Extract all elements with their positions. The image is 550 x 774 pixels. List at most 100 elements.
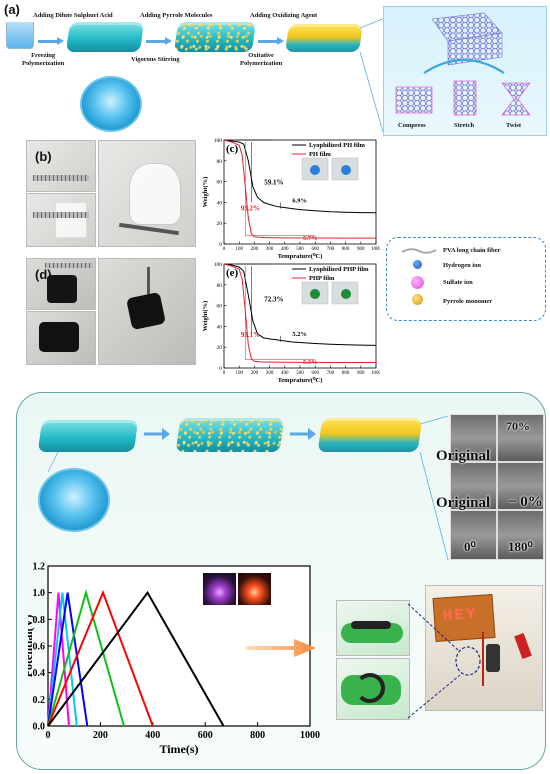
photo-film-d-3: [98, 258, 196, 365]
mech-label-70: 70%: [506, 419, 530, 433]
gcd-series-line-4: [47, 589, 154, 727]
legend-box: PVA long chain fiber Hydrogen ion Sulfat…: [386, 237, 546, 321]
gcd-y-tick-label: 0.6: [33, 642, 46, 653]
mech-cell-2: [497, 414, 544, 462]
x-tick-label: 300: [266, 371, 274, 376]
y-tick-label: 40: [217, 200, 223, 206]
panel-label: (c): [226, 143, 239, 155]
photo-film-b-2: [26, 193, 96, 247]
ann-label-2: 6.9%: [292, 197, 307, 204]
gcd-y-axis-label: Potential(V): [28, 615, 35, 678]
pva-fiber-icon: [401, 248, 437, 254]
connector-device: [486, 644, 500, 672]
arrow-1: [38, 37, 64, 45]
x-axis-label: Temprature(⁰C): [278, 376, 323, 384]
legend-sulfate: Sulfate ion: [443, 279, 473, 286]
ruler-d: [45, 263, 93, 268]
gcd-x-tick-label: 0: [46, 730, 51, 741]
device-photo-glove-2: [336, 658, 410, 720]
inset-sample-1: [310, 289, 320, 299]
y-tick-label: 80: [217, 159, 223, 165]
film-bent: [129, 163, 181, 225]
ann-label-3: 93.2%: [241, 205, 260, 213]
step-label-pyrrole: Adding Pyrrole Molecules: [140, 12, 213, 19]
x-axis-label: Temprature(⁰C): [278, 252, 323, 260]
gcd-series-line-3: [47, 589, 125, 727]
mech-label-original-1: Original: [436, 448, 491, 464]
y-tick-label: 100: [214, 138, 223, 144]
network-scheme-art: [395, 12, 531, 116]
legend-label-0: Lyophilized PH film: [309, 142, 366, 149]
x-tick-label: 1000: [371, 247, 380, 252]
inset-sample-2: [341, 165, 351, 175]
x-tick-label: 600: [311, 371, 319, 376]
gcd-y-tick-label: 1.2: [33, 562, 46, 573]
scheme-label-stretch: Stretch: [454, 122, 475, 129]
led-board-photo: HEY: [425, 585, 543, 711]
gcd-x-tick-label: 400: [145, 730, 160, 741]
x-tick-label: 300: [266, 247, 274, 252]
gcd-y-tick-label: 0.2: [33, 695, 46, 706]
ruler-b-1: [33, 175, 89, 181]
panel-label: (e): [226, 267, 239, 279]
gcd-y-tick-label: 1.0: [33, 588, 46, 599]
gcd-y-tick-label: 0.4: [33, 668, 46, 679]
ann-label-4: 5.3%: [303, 359, 318, 366]
x-tick-label: 0: [223, 247, 226, 252]
black-film-2: [39, 322, 79, 352]
mech-cell-3: [450, 462, 497, 510]
gcd-x-tick-label: 1000: [300, 730, 320, 741]
ann-label-1: 59.1%: [264, 179, 283, 187]
photo-film-b-3: [98, 140, 196, 247]
mech-cell-6: [497, 510, 544, 560]
series-line-1: [223, 139, 376, 239]
x-tick-label: 1000: [371, 371, 380, 376]
y-tick-label: 20: [217, 221, 223, 227]
legend-label-0: Lyophilized PHP film: [309, 266, 369, 273]
legend-pva: PVA long chain fiber: [443, 247, 501, 254]
x-tick-label: 900: [357, 371, 365, 376]
y-tick-label: 100: [214, 262, 223, 268]
ga-hydrogel-photo-circle: [38, 468, 110, 532]
y-axis-label: Weight(%): [202, 177, 209, 208]
scheme-label-twist: Twist: [506, 122, 522, 129]
mech-cell-4: [497, 462, 544, 510]
x-tick-label: 800: [342, 371, 350, 376]
mech-label-x0: − 0%: [508, 494, 543, 510]
mech-cell-5: [450, 510, 497, 560]
gcd-y-tick-label: 0.0: [33, 722, 46, 733]
sulfate-ion-icon: [411, 276, 424, 289]
ga-zoom-lines: [47, 415, 449, 561]
y-tick-label: 20: [217, 345, 223, 351]
y-tick-label: 60: [217, 304, 223, 310]
ga-arrow-1: [144, 428, 170, 440]
legend-hydrogen: Hydrogen ion: [443, 262, 481, 269]
beaker-illustration: [6, 22, 34, 49]
connector-wire: [482, 632, 484, 686]
gcd-x-tick-label: 800: [250, 730, 265, 741]
mech-label-180deg: 180⁰: [508, 539, 533, 554]
gcd-y-tick-label: 0.8: [33, 615, 46, 626]
network-scheme-box: Compress Stretch Twist: [383, 6, 547, 136]
device-bar-1: [351, 621, 391, 629]
scheme-label-compress: Compress: [398, 122, 426, 129]
black-film-1: [47, 275, 77, 303]
film-sample: [55, 202, 87, 238]
x-tick-label: 600: [311, 247, 319, 252]
x-tick-label: 700: [327, 371, 335, 376]
x-tick-label: 100: [235, 247, 243, 252]
x-tick-label: 400: [281, 247, 289, 252]
inset-sample-1: [310, 165, 320, 175]
step-label-oxidizing: Adding Oxidizing Agent: [250, 12, 318, 19]
gcd-series-line-1: [47, 592, 78, 727]
hydrogel-photo-circle-top: [80, 76, 142, 132]
step-label-acid: Adding Dilute Sulphuri Acid: [33, 12, 113, 19]
step-label-stir: Vigorous Stirring: [131, 56, 180, 63]
y-tick-label: 0: [219, 242, 222, 248]
gcd-x-axis-label: Time(s): [159, 742, 198, 756]
tweezers: [147, 267, 150, 303]
photo-film-d-1: (d): [26, 258, 96, 310]
device-photo-glove-1: [336, 600, 410, 656]
